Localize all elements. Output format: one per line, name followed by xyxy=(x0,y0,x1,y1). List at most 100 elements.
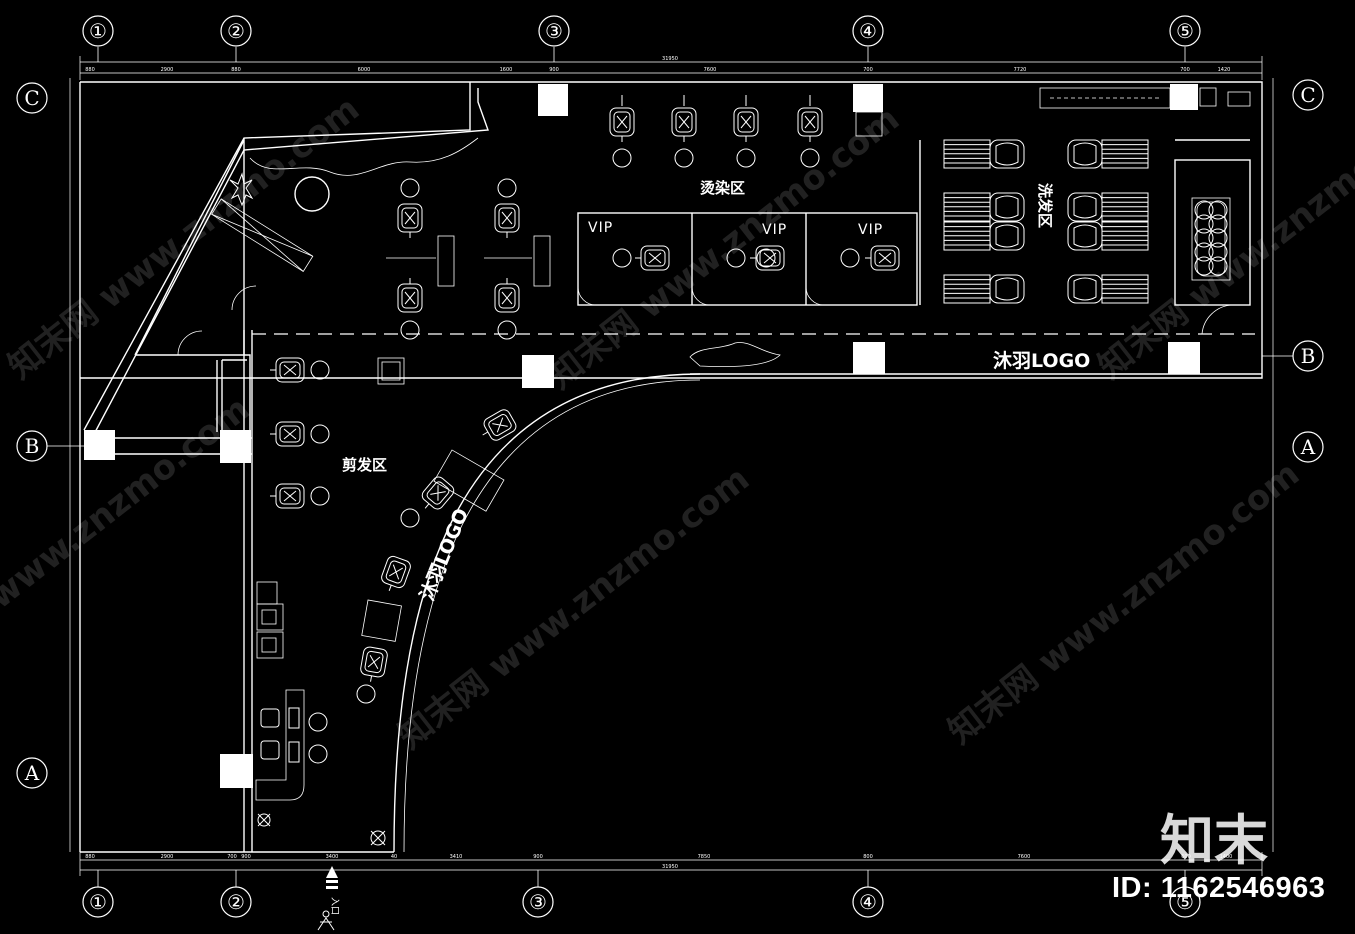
salon-chair xyxy=(270,421,305,447)
entrance-marker: 入口 xyxy=(317,866,340,931)
plant-icon xyxy=(229,172,254,207)
dimension-label: 7600 xyxy=(1018,854,1031,860)
round-table xyxy=(294,176,330,212)
stool xyxy=(497,320,517,340)
grid-bubble-top-5: ⑤ xyxy=(1169,15,1201,62)
watermark-text: 知末网 www.znzmo.com xyxy=(541,99,907,397)
vip-room-label-2: VIP xyxy=(762,222,787,238)
svg-text:C: C xyxy=(24,86,39,110)
stool xyxy=(726,248,746,268)
salon-chair xyxy=(865,245,900,271)
stool xyxy=(308,744,328,764)
dimension-label: 7720 xyxy=(1014,67,1027,73)
dimension-label: 900 xyxy=(549,67,559,73)
wash-bed xyxy=(943,221,1025,251)
svg-text:①: ① xyxy=(89,890,107,914)
salon-chair xyxy=(733,107,759,142)
watermark-layer: 知末网 www.znzmo.com 知末网 www.znzmo.com 知末网 … xyxy=(0,89,1355,757)
watermark-text: 知末网 www.znzmo.com xyxy=(941,454,1307,752)
reception-chair xyxy=(260,708,280,728)
dimension-label: 6000 xyxy=(358,67,371,73)
stool xyxy=(674,148,694,168)
grid-bubble-bottom-4: ④ xyxy=(852,870,884,918)
salon-chair xyxy=(671,107,697,142)
salon-chair xyxy=(421,476,455,510)
dimension-label: 900 xyxy=(241,854,251,860)
column xyxy=(853,84,883,112)
salon-chair xyxy=(270,357,305,383)
dimension-label: 900 xyxy=(533,854,543,860)
dimension-label: 7600 xyxy=(704,67,717,73)
zone-label-wash: 洗发区 xyxy=(1036,183,1054,228)
grid-bubble-right-c: C xyxy=(1292,79,1324,111)
stool xyxy=(310,486,330,506)
grid-bubble-top-4: ④ xyxy=(852,15,884,62)
grid-bubble-bottom-3: ③ xyxy=(522,870,554,918)
stool xyxy=(840,248,860,268)
grid-bubble-right-b: B xyxy=(1262,340,1324,372)
column xyxy=(538,84,568,116)
svg-text:③: ③ xyxy=(529,890,547,914)
stool xyxy=(800,148,820,168)
brand-logo-horizontal: 沐羽LOGO xyxy=(993,350,1090,372)
salon-chair xyxy=(494,278,520,313)
grid-bubble-bottom-5: ⑤ xyxy=(1169,870,1201,918)
grid-bubble-bottom-2: ② xyxy=(220,870,252,918)
image-id-label: ID: 1162546963 xyxy=(1112,872,1326,904)
salon-chair xyxy=(494,203,520,238)
watermark-text: 知末网 www.znzmo.com xyxy=(391,459,757,757)
brand-watermark-logo: 知末 xyxy=(1160,809,1268,872)
stool xyxy=(310,424,330,444)
stool xyxy=(400,508,420,528)
dimension-label: 800 xyxy=(863,854,873,860)
zone-label-cut: 剪发区 xyxy=(342,456,387,474)
dimension-label: 3410 xyxy=(450,854,463,860)
svg-text:④: ④ xyxy=(859,890,877,914)
stool xyxy=(1194,214,1214,234)
plant-icon xyxy=(257,813,386,846)
stool xyxy=(1208,256,1228,276)
watermark-text: 知末网 www.znzmo.com xyxy=(1,89,367,387)
svg-text:③: ③ xyxy=(545,19,563,43)
svg-text:⑤: ⑤ xyxy=(1176,19,1194,43)
salon-chair xyxy=(397,278,423,313)
wash-bed xyxy=(1067,139,1149,169)
column xyxy=(220,430,251,463)
stool xyxy=(1208,228,1228,248)
watermark-text: www.znzmo.com xyxy=(0,389,257,617)
grid-bubble-left-c: C xyxy=(16,82,48,114)
brand-logo-curved: 沐羽LOGO xyxy=(416,505,473,603)
dimension-label: 700 xyxy=(1180,67,1190,73)
vip-room-label-3: VIP xyxy=(858,222,883,238)
stool xyxy=(1208,200,1228,220)
salon-chair xyxy=(360,646,388,682)
stool xyxy=(1194,242,1214,262)
svg-text:②: ② xyxy=(227,890,245,914)
stool xyxy=(1194,228,1214,248)
salon-chair xyxy=(482,409,517,441)
wash-bed xyxy=(943,139,1025,169)
column xyxy=(1170,84,1198,110)
wash-bed xyxy=(943,274,1025,304)
column xyxy=(853,342,885,374)
grid-bubble-bottom-1: ① xyxy=(82,870,114,918)
stool xyxy=(308,712,328,732)
column xyxy=(1168,342,1200,374)
vip-room-label-1: VIP xyxy=(588,220,613,236)
svg-text:②: ② xyxy=(227,19,245,43)
salon-chair xyxy=(609,107,635,142)
dimension-lines xyxy=(69,56,1274,876)
dimension-label: 40 xyxy=(391,854,397,860)
top-total-dimension: 31950 xyxy=(662,56,678,62)
dimension-label: 7850 xyxy=(698,854,711,860)
dimension-label: 1600 xyxy=(500,67,513,73)
salon-chair xyxy=(797,107,823,142)
svg-text:B: B xyxy=(1301,344,1316,368)
salon-chair xyxy=(270,483,305,509)
dimension-label: 700 xyxy=(227,854,237,860)
svg-text:⑤: ⑤ xyxy=(1176,890,1194,914)
structural-columns xyxy=(84,84,1200,788)
